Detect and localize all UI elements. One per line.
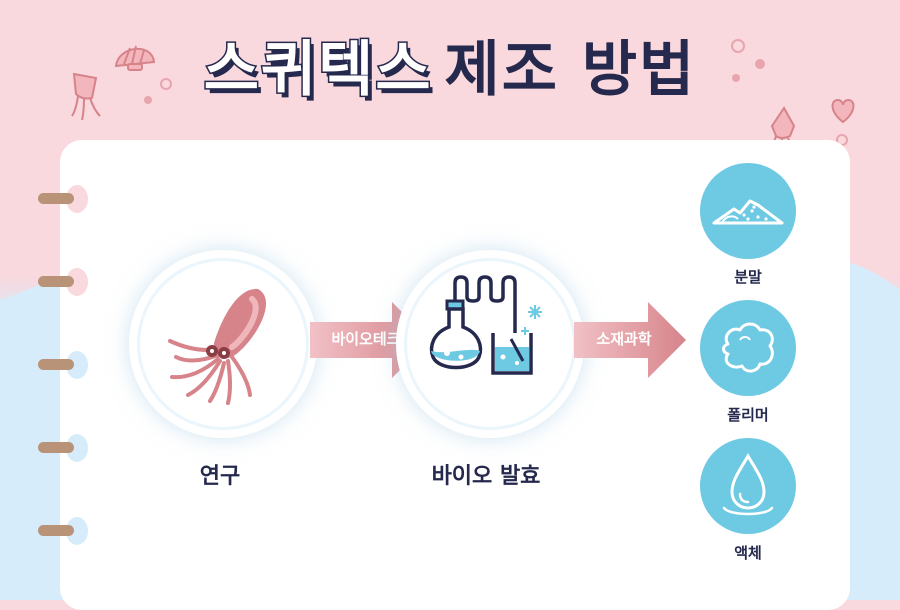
powder-icon	[712, 199, 784, 225]
small-squid-icon	[71, 72, 101, 121]
research-circle	[137, 258, 309, 430]
binder-ring	[38, 276, 74, 287]
fermentation-circle	[404, 258, 576, 430]
heart-icon	[831, 98, 855, 124]
step-label-fermentation: 바이오 발효	[431, 464, 541, 489]
output-label-liquid: 액체	[734, 544, 762, 562]
arrow-biotech	[310, 302, 430, 378]
arrow-material-science	[574, 302, 686, 378]
polymer-icon	[722, 322, 774, 373]
output-liquid-circle	[700, 438, 796, 534]
shell-icon	[114, 45, 156, 71]
output-label-polymer: 폴리머	[727, 406, 769, 424]
output-label-powder: 분말	[734, 268, 762, 286]
title-rest: 제조 방법	[444, 35, 697, 105]
arrow-label-material-science: 소재과학	[596, 330, 652, 348]
lab-flask-icon	[429, 275, 542, 375]
title-highlight: 스퀴텍스	[202, 35, 433, 105]
squid-icon	[168, 288, 267, 405]
output-powder-circle	[700, 163, 796, 259]
output-polymer-circle	[700, 300, 796, 396]
binder-ring	[38, 442, 74, 453]
liquid-drop-icon	[722, 452, 774, 516]
binder-ring	[38, 525, 74, 536]
arrow-label-biotech: 바이오테크	[331, 330, 401, 348]
bubble-dots-icon	[144, 39, 848, 146]
binder-ring	[38, 193, 74, 204]
binder-ring	[38, 359, 74, 370]
step-label-research: 연구	[199, 464, 241, 489]
